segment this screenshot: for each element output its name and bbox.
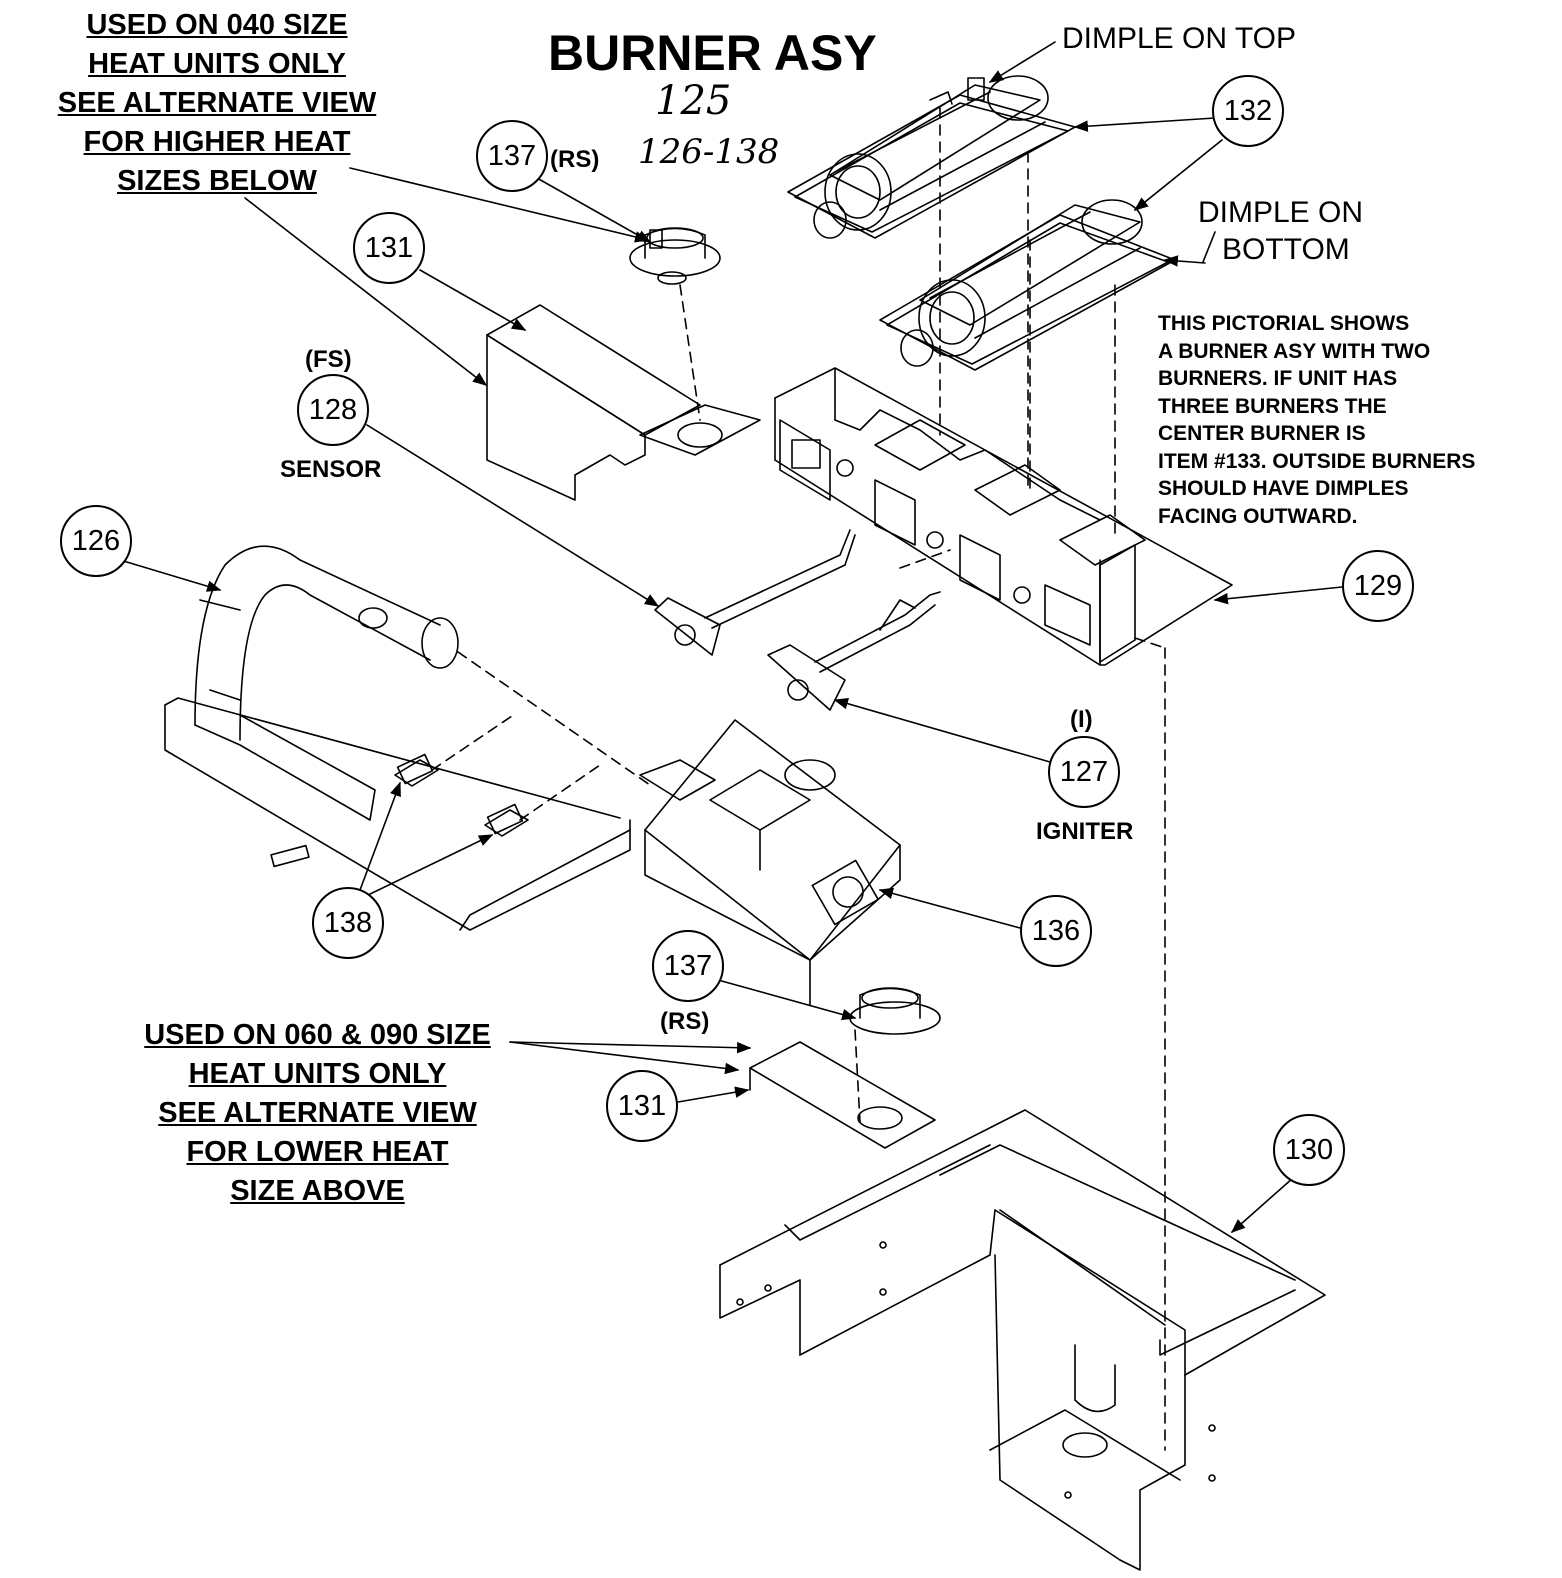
note-bottom-line-1: USED ON 060 & 090 SIZE bbox=[144, 1019, 491, 1051]
note-bottom-line-3: SEE ALTERNATE VIEW bbox=[158, 1097, 477, 1129]
callout-132: 132 bbox=[1212, 75, 1284, 147]
burner-bracket-part-130 bbox=[720, 1110, 1325, 1570]
limit-switch-top-part-137 bbox=[630, 228, 720, 284]
flame-sensor-part-128 bbox=[655, 530, 855, 655]
burner-upper-part-132 bbox=[788, 76, 1075, 238]
pictorial-note-line-6: ITEM #133. OUTSIDE BURNERS bbox=[1158, 449, 1476, 473]
orifices-part-138 bbox=[395, 755, 528, 836]
note-top-040-size: USED ON 040 SIZE HEAT UNITS ONLY SEE ALT… bbox=[38, 6, 396, 201]
manifold-part-126 bbox=[165, 546, 630, 930]
callout-126: 126 bbox=[60, 505, 132, 577]
label-dimple-on-top: DIMPLE ON TOP bbox=[1062, 22, 1296, 55]
pictorial-note-line-7: SHOULD HAVE DIMPLES bbox=[1158, 477, 1409, 500]
note-top-line-5: SIZES BELOW bbox=[117, 165, 317, 197]
pictorial-note-line-5: CENTER BURNER IS bbox=[1158, 422, 1366, 445]
callout-129: 129 bbox=[1342, 550, 1414, 622]
gas-valve-part-136 bbox=[640, 720, 900, 1005]
callout-127: 127 bbox=[1048, 736, 1120, 808]
pictorial-note-line-4: THREE BURNERS THE bbox=[1158, 394, 1387, 418]
callout-137-bottom: 137 bbox=[652, 930, 724, 1002]
label-rs-top: (RS) bbox=[550, 146, 600, 173]
label-sensor: SENSOR bbox=[280, 456, 382, 483]
pictorial-note-line-1: THIS PICTORIAL SHOWS bbox=[1158, 312, 1410, 335]
label-bottom: BOTTOM bbox=[1222, 233, 1350, 266]
callout-137-top: 137 bbox=[476, 120, 548, 192]
label-rs-bottom: (RS) bbox=[660, 1008, 710, 1035]
note-bottom-line-4: FOR LOWER HEAT bbox=[186, 1136, 449, 1168]
burner-box-part-129 bbox=[775, 368, 1232, 665]
callout-138: 138 bbox=[312, 887, 384, 959]
igniter-part-127 bbox=[768, 592, 940, 710]
dimple-bottom-tick bbox=[1203, 232, 1215, 262]
heat-shield-top-part-131 bbox=[487, 305, 760, 500]
note-bottom-line-5: SIZE ABOVE bbox=[230, 1175, 405, 1207]
note-top-line-3: SEE ALTERNATE VIEW bbox=[57, 87, 377, 119]
note-top-line-4: FOR HIGHER HEAT bbox=[83, 126, 351, 158]
pictorial-note-line-8: FACING OUTWARD. bbox=[1158, 504, 1358, 528]
callout-131-top: 131 bbox=[353, 212, 425, 284]
note-top-line-1: USED ON 040 SIZE bbox=[86, 9, 348, 41]
pictorial-note: THIS PICTORIAL SHOWS A BURNER ASY WITH T… bbox=[1158, 310, 1475, 530]
label-dimple-on: DIMPLE ON bbox=[1198, 196, 1364, 229]
leader-arrows bbox=[120, 42, 1342, 1233]
title-burner-asy: BURNER ASY bbox=[548, 25, 877, 81]
limit-switch-bottom-part-137 bbox=[850, 988, 940, 1034]
callout-130: 130 bbox=[1273, 1114, 1345, 1186]
heat-shield-bottom-part-131 bbox=[750, 1042, 935, 1148]
alignment-dashed-lines bbox=[432, 108, 1165, 1450]
note-bottom-line-2: HEAT UNITS ONLY bbox=[188, 1058, 447, 1090]
note-top-line-2: HEAT UNITS ONLY bbox=[88, 48, 346, 80]
callout-136: 136 bbox=[1020, 895, 1092, 967]
pictorial-note-line-3: BURNERS. IF UNIT HAS bbox=[1158, 367, 1398, 390]
callout-128: 128 bbox=[297, 374, 369, 446]
handwritten-126-138: 126-138 bbox=[638, 132, 780, 172]
callout-131-bottom: 131 bbox=[606, 1070, 678, 1142]
pictorial-note-line-2: A BURNER ASY WITH TWO bbox=[1158, 339, 1431, 363]
label-i: (I) bbox=[1070, 706, 1093, 733]
label-fs: (FS) bbox=[305, 346, 352, 373]
label-igniter: IGNITER bbox=[1036, 818, 1134, 845]
note-bottom-060-090-size: USED ON 060 & 090 SIZE HEAT UNITS ONLY S… bbox=[120, 1016, 515, 1211]
handwritten-125: 125 bbox=[655, 78, 732, 124]
